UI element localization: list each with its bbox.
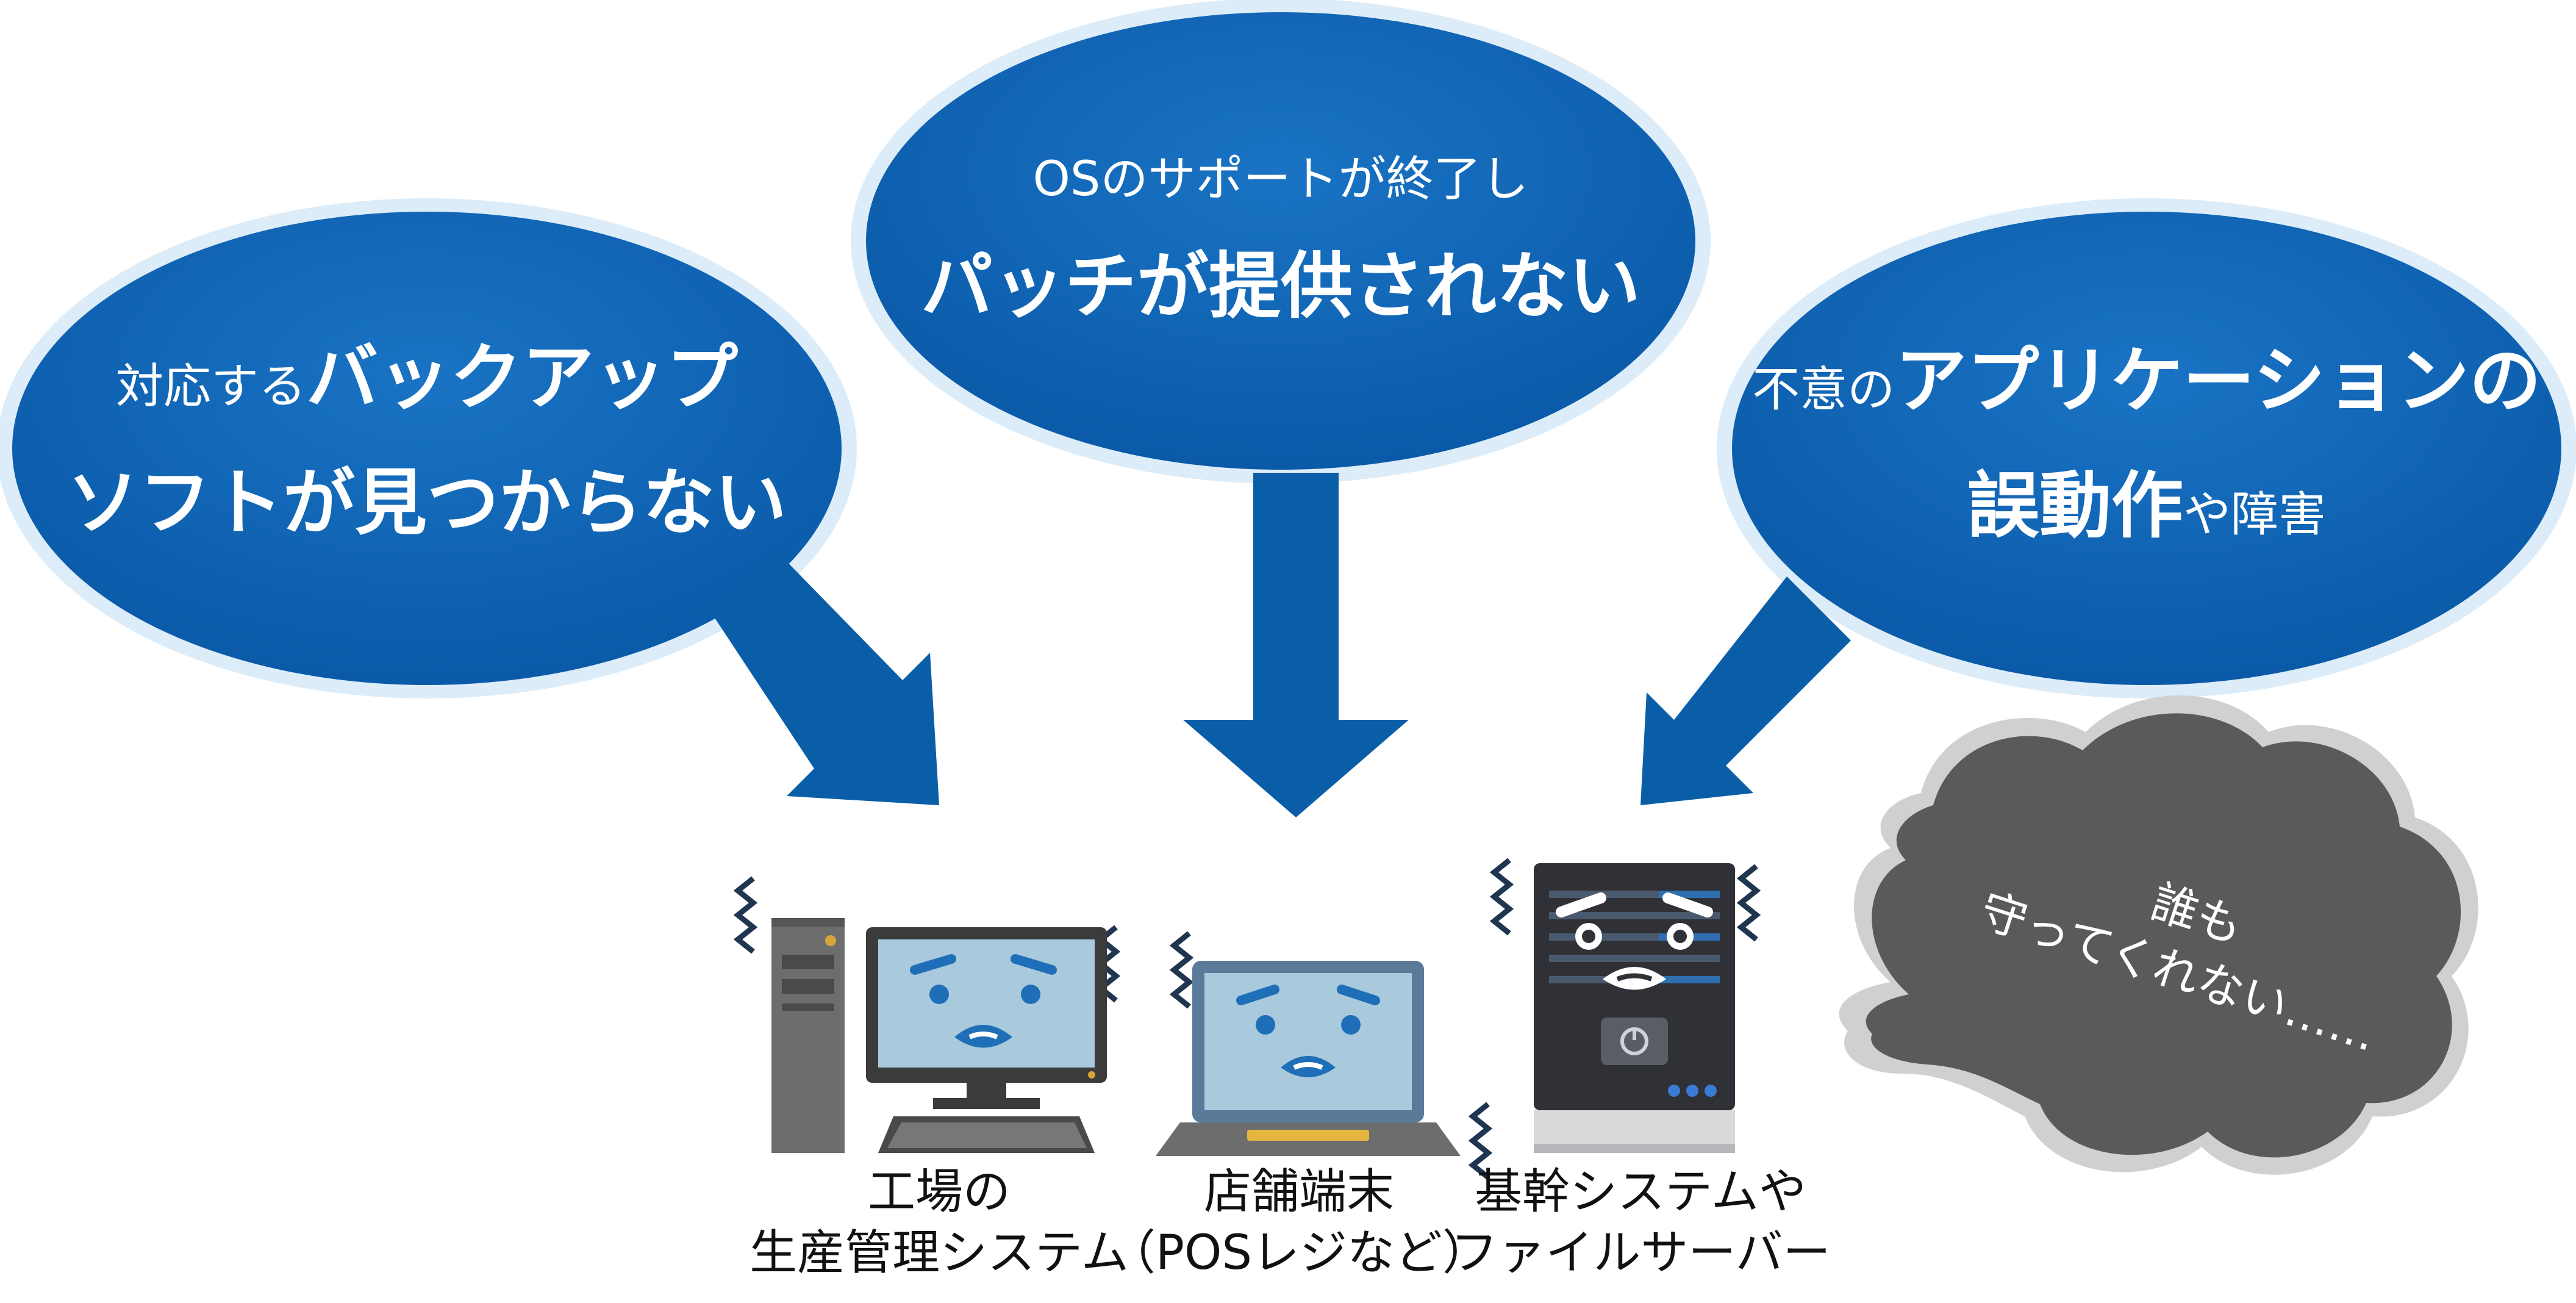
bubble1-line1-small: 対応する	[116, 359, 306, 414]
bubble3-line2-small: や障害	[2183, 487, 2326, 542]
laptop-label-line1: 店舗端末	[1204, 1165, 1394, 1219]
arrow-center	[1183, 473, 1409, 817]
device-label-server: 基幹システムや ファイルサーバー	[1450, 1165, 1830, 1280]
svg-text:不意のアプリケーションの: 不意のアプリケーションの	[1752, 339, 2541, 423]
device-label-desktop: 工場の 生産管理システム	[750, 1165, 1129, 1280]
bubble1-line2: ソフトが見つからない	[67, 461, 787, 545]
bubble2-line2: パッチが提供されない	[921, 244, 1640, 328]
bubble2-line1: OSのサポートが終了し	[1033, 152, 1529, 207]
gray-cloud: 誰も 守ってくれない……	[1839, 695, 2478, 1175]
desktop-label-line1: 工場の	[868, 1165, 1011, 1219]
svg-text:対応するバックアップ: 対応するバックアップ	[116, 336, 738, 420]
bubble-backup-software: 対応するバックアップ ソフトが見つからない	[0, 198, 857, 698]
bubble1-line1-big: バックアップ	[306, 336, 738, 420]
bubble3-line2-big: 誤動作	[1967, 464, 2183, 548]
svg-text:誤動作や障害: 誤動作や障害	[1967, 464, 2326, 548]
laptop-icon	[1156, 931, 1493, 1180]
desktop-computer-icon	[733, 876, 1121, 1153]
bubble-os-support-ended: OSのサポートが終了し パッチが提供されない	[851, 0, 1711, 484]
arrow-right	[1640, 576, 1851, 805]
bubble3-line1-small: 不意の	[1752, 362, 1895, 417]
laptop-label-line2: （POSレジなど）	[1108, 1226, 1490, 1280]
device-label-laptop: 店舗端末 （POSレジなど）	[1108, 1165, 1490, 1280]
server-icon	[1489, 858, 1761, 1153]
arrow-left	[714, 552, 939, 805]
server-label-line1: 基幹システムや	[1475, 1165, 1806, 1219]
bubble3-line1-big: アプリケーションの	[1895, 339, 2541, 423]
desktop-label-line2: 生産管理システム	[750, 1226, 1129, 1280]
server-label-line2: ファイルサーバー	[1450, 1226, 1830, 1280]
bubble-application-failure: 不意のアプリケーションの 誤動作や障害	[1717, 198, 2576, 698]
